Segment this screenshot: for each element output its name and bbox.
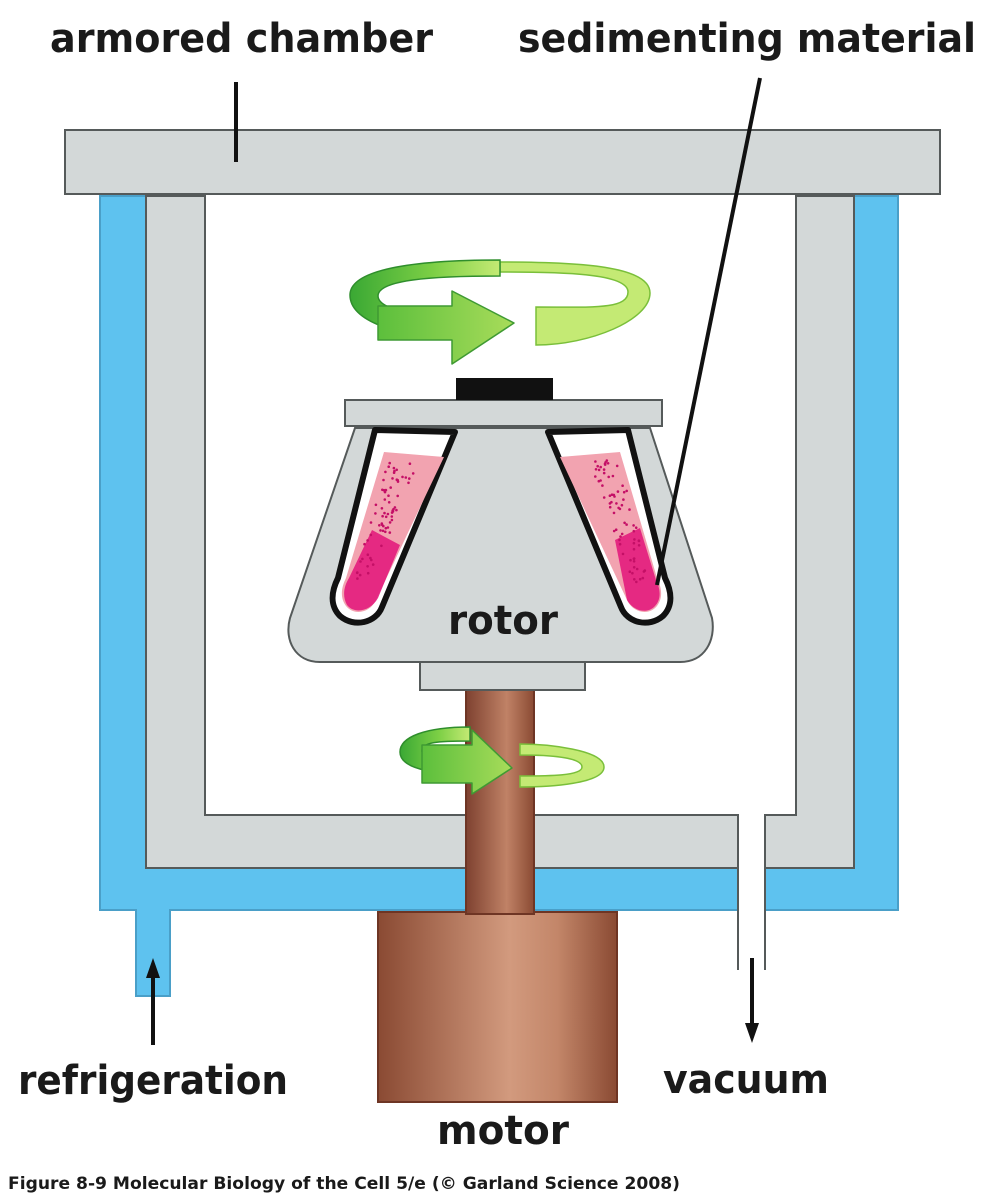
left-tube-sediment-dots <box>355 461 415 580</box>
rotor-base <box>419 659 586 691</box>
sedimenting-material-leader <box>655 77 762 586</box>
label-rotor: rotor <box>448 598 558 644</box>
label-motor: motor <box>437 1108 569 1154</box>
label-sedimenting-material: sedimenting material <box>518 16 976 62</box>
label-armored-chamber: armored chamber <box>50 16 433 62</box>
right-tube-sediment-dots <box>594 459 647 584</box>
shaft-rotation-arrow <box>399 726 605 795</box>
chamber-lid <box>64 129 941 195</box>
left-sample-tube <box>329 427 458 626</box>
right-sample-tube <box>545 427 674 626</box>
vacuum-port <box>737 815 766 970</box>
label-refrigeration: refrigeration <box>18 1058 288 1104</box>
drive-shaft <box>465 687 535 915</box>
motor-body <box>377 911 618 1103</box>
refrigeration-arrow <box>146 958 160 1045</box>
figure-caption: Figure 8-9 Molecular Biology of the Cell… <box>8 1174 680 1194</box>
rotor-rotation-arrow <box>349 259 651 365</box>
label-vacuum: vacuum <box>663 1057 829 1103</box>
vacuum-arrow <box>745 958 759 1043</box>
